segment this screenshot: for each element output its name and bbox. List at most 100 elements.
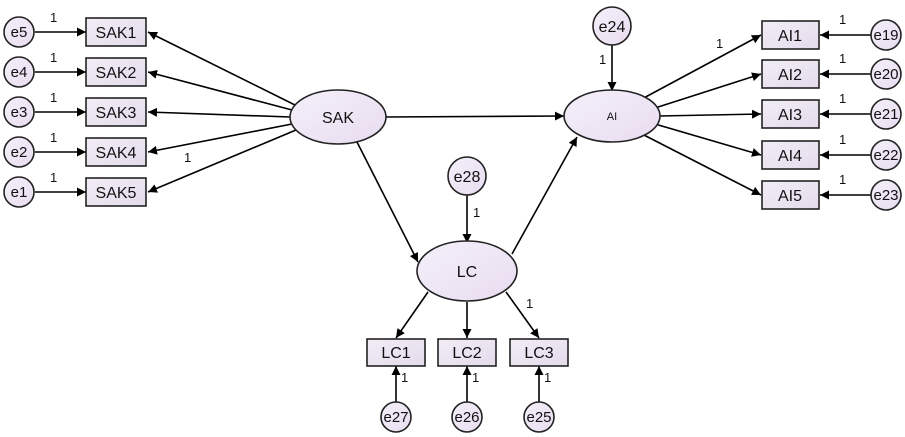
edge-lc-lc1 [395, 291, 429, 339]
error-label-e19: e19 [873, 27, 898, 44]
disturbance-group: e24 e28 [447, 6, 632, 196]
error-circle-e3 [3, 96, 35, 128]
latent-sak: SAK [289, 89, 387, 145]
observed-box-sak4 [85, 137, 147, 167]
error-label-e28: e28 [454, 169, 481, 186]
weight-label: 1 [599, 52, 606, 67]
error-circle-e28 [447, 156, 487, 196]
error-circle-e1 [3, 176, 35, 208]
weight-label: 1 [716, 36, 723, 51]
weight-labels: 1 1 1 1 1 1 1 1 1 1 1 1 1 1 1 1 1 1 [50, 10, 846, 385]
edge-sak-sak4 [147, 123, 293, 155]
edge-ai-ai4 [654, 123, 762, 157]
latent-label-lc: LC [457, 264, 477, 281]
latent-ellipse-sak [289, 89, 387, 145]
observed-box-lc2 [437, 338, 497, 367]
observed-box-sak2 [85, 57, 147, 87]
observed-box-ai1 [761, 20, 820, 50]
edge-sak-sak5 [147, 129, 297, 193]
edge-sak-lc [356, 141, 419, 263]
observed-box-ai5 [761, 180, 820, 210]
error-label-e20: e20 [873, 66, 898, 83]
edge-sak-ai [384, 111, 565, 121]
edge-lc-lc3 [505, 291, 540, 339]
error-label-e5: e5 [11, 24, 28, 41]
error-label-e4: e4 [11, 64, 28, 81]
edge-ai-ai5 [639, 132, 762, 196]
error-circle-e23 [870, 179, 902, 211]
weight-label: 1 [839, 12, 846, 27]
error-circle-e2 [3, 136, 35, 168]
weight-label: 1 [544, 370, 551, 385]
observed-label-ai5: AI5 [778, 188, 802, 205]
weight-label: 1 [473, 205, 480, 220]
error-label-e1: e1 [11, 184, 28, 201]
observed-box-lc3 [509, 338, 569, 367]
weight-label: 1 [839, 132, 846, 147]
observed-lc-group: LC1 LC2 LC3 [366, 338, 569, 367]
edge-sak-sak2 [147, 69, 293, 111]
error-label-e25: e25 [526, 409, 551, 426]
observed-sak-group: SAK1 SAK2 SAK3 SAK4 SAK5 [85, 17, 147, 207]
observed-box-sak3 [85, 97, 147, 127]
observed-box-ai2 [761, 59, 820, 89]
weight-label: 1 [50, 130, 57, 145]
weight-label: 1 [401, 370, 408, 385]
weight-label: 1 [472, 370, 479, 385]
errors-ai-group: e19 e20 e21 e22 e23 [870, 19, 902, 211]
observed-label-sak1: SAK1 [96, 25, 137, 42]
observed-label-lc1: LC1 [381, 345, 410, 362]
error-label-e22: e22 [873, 147, 898, 164]
weight-label: 1 [526, 296, 533, 311]
error-label-e2: e2 [11, 144, 28, 161]
error-label-e3: e3 [11, 104, 28, 121]
weight-label: 1 [184, 150, 191, 165]
weight-label: 1 [839, 51, 846, 66]
edge-ai-ai1 [639, 34, 762, 101]
observed-label-sak5: SAK5 [96, 185, 137, 202]
observed-label-lc3: LC3 [524, 345, 553, 362]
observed-label-ai3: AI3 [778, 107, 802, 124]
error-circle-e25 [523, 401, 555, 433]
error-circle-e19 [870, 19, 902, 51]
observed-box-ai3 [761, 99, 820, 129]
observed-label-ai1: AI1 [778, 28, 802, 45]
observed-box-sak1 [85, 17, 147, 47]
weight-label: 1 [50, 10, 57, 25]
weight-label: 1 [50, 170, 57, 185]
latent-label-sak: SAK [322, 110, 354, 127]
observed-box-sak5 [85, 177, 147, 207]
error-label-e23: e23 [873, 187, 898, 204]
observed-label-sak2: SAK2 [96, 65, 137, 82]
edge-ai-ai3 [658, 109, 762, 119]
observed-label-sak4: SAK4 [96, 145, 137, 162]
errors-lc-group: e27 e26 e25 [380, 401, 555, 433]
weight-label: 1 [839, 172, 846, 187]
edge-sak-sak1 [147, 31, 296, 106]
error-circle-e4 [3, 56, 35, 88]
observed-ai-group: AI1 AI2 AI3 AI4 AI5 [761, 20, 820, 210]
latent-ellipse-lc [416, 240, 518, 302]
latent-ellipse-ai [563, 89, 661, 143]
edge-lc-ai [511, 136, 578, 255]
observed-label-ai4: AI4 [778, 148, 802, 165]
error-circle-e24 [592, 6, 632, 46]
error-label-e21: e21 [873, 106, 898, 123]
weight-label: 1 [50, 50, 57, 65]
latent-ai: AI [563, 89, 661, 143]
latent-label-ai: AI [607, 111, 617, 123]
weight-label: 1 [50, 90, 57, 105]
edge-ai-ai2 [654, 72, 762, 109]
observed-label-ai2: AI2 [778, 67, 802, 84]
weight-label: 1 [839, 91, 846, 106]
error-label-e27: e27 [383, 409, 408, 426]
edges [35, 27, 872, 402]
error-circle-e5 [3, 16, 35, 48]
error-circle-e27 [380, 401, 412, 433]
errors-sak-group: e5 e4 e3 e2 e1 [3, 16, 35, 208]
error-circle-e21 [870, 98, 902, 130]
error-circle-e26 [451, 401, 483, 433]
observed-box-lc1 [366, 338, 426, 367]
observed-label-sak3: SAK3 [96, 105, 137, 122]
